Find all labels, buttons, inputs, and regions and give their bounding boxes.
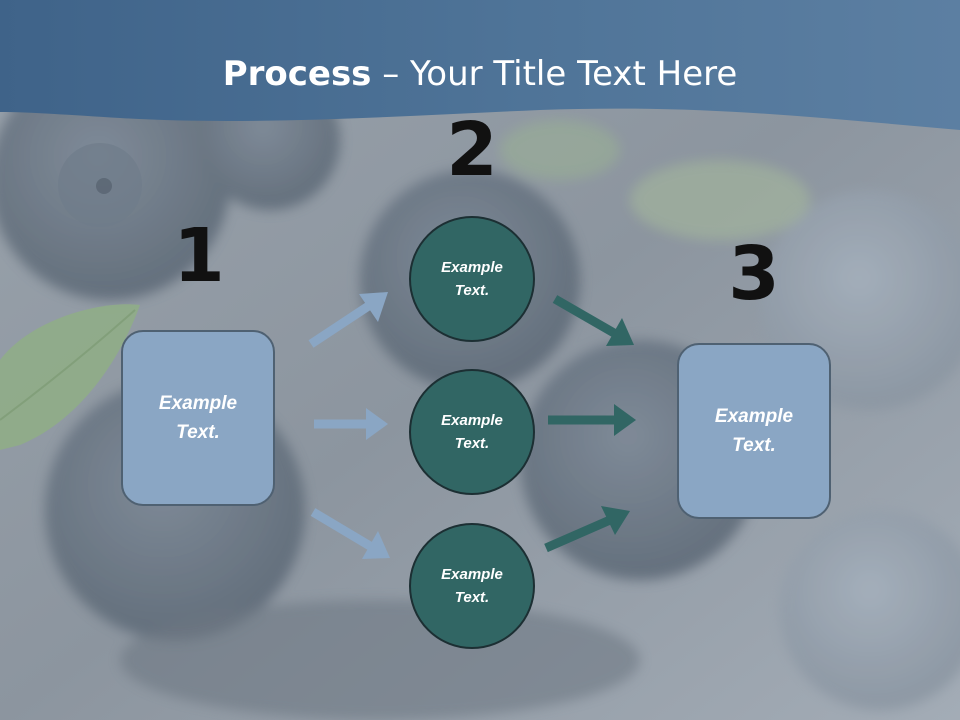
title-bold: Process — [222, 54, 372, 94]
circle-top-text: Example Text. — [441, 259, 503, 299]
box-step-1-text: Example Text. — [158, 393, 238, 443]
arrow-left-to-middle — [314, 408, 388, 440]
slide-title: Process – Your Title Text Here — [0, 52, 960, 96]
circle-bottom-text: Example Text. — [441, 566, 503, 606]
box-step-1: Example Text. — [121, 330, 275, 506]
box-step-3: Example Text. — [677, 343, 831, 519]
circle-middle-text: Example Text. — [441, 412, 503, 452]
arrow-top-to-right — [552, 295, 634, 346]
arrow-left-to-top — [308, 292, 388, 348]
circle-step-2-middle: Example Text. — [409, 369, 535, 495]
circle-step-2-top: Example Text. — [409, 216, 535, 342]
box-step-3-text: Example Text. — [714, 406, 794, 456]
circle-step-2-bottom: Example Text. — [409, 523, 535, 649]
step-number-2: 2 — [446, 107, 498, 193]
title-rest: – Your Title Text Here — [371, 54, 738, 94]
arrow-bottom-to-right — [544, 506, 630, 553]
arrow-left-to-bottom — [310, 508, 390, 559]
step-number-3: 3 — [728, 231, 780, 317]
step-number-1: 1 — [173, 213, 225, 299]
arrow-middle-to-right — [548, 404, 636, 436]
